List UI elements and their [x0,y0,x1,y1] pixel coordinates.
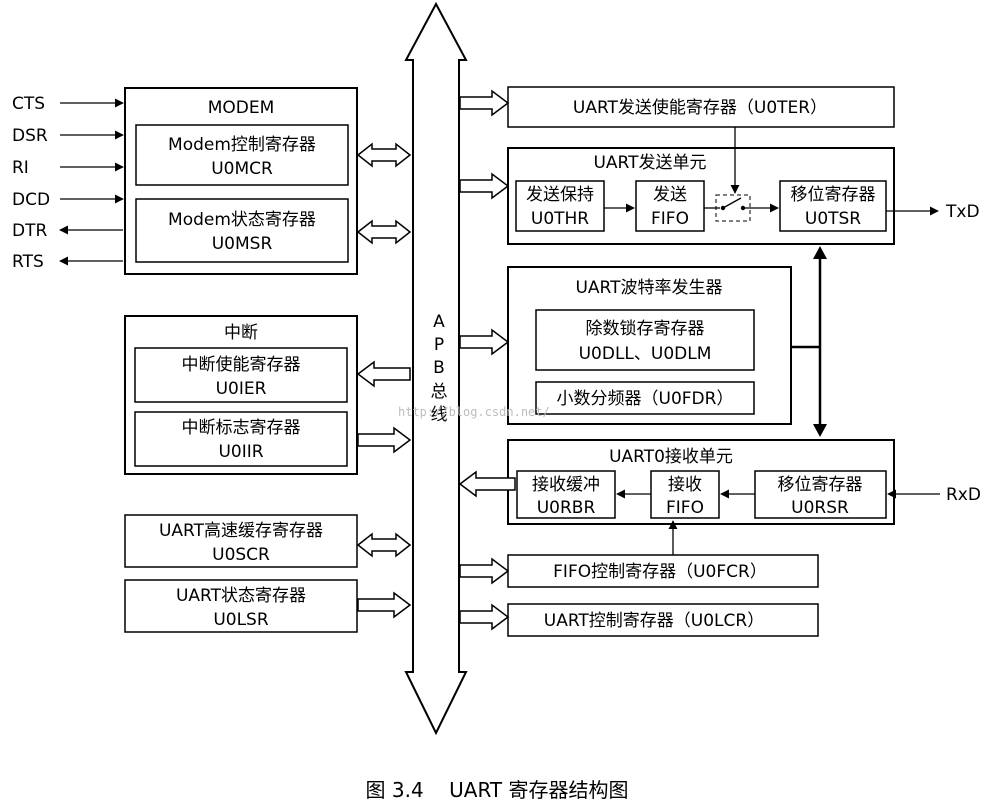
rx-fifo-line2: FIFO [666,498,704,518]
signal-rxd: RxD [946,485,981,505]
baud-title: UART波特率发生器 [575,278,722,298]
u0ier-line1: 中断使能寄存器 [182,354,301,375]
u0scr-line2: U0SCR [212,545,270,565]
interrupt-block: 中断 中断使能寄存器 U0IER 中断标志寄存器 U0IIR [124,315,358,475]
u0dl-line1: 除数锁存寄存器 [586,319,705,339]
signal-dcd: DCD [12,190,50,210]
baud-clock-lines [791,257,822,427]
u0mcr-line1: Modem控制寄存器 [168,135,316,155]
u0ter-label: UART发送使能寄存器（U0TER） [573,97,827,118]
modem-signals: CTS DSR RI DCD DTR RTS [12,94,124,272]
tx-fifo-line1: 发送 [653,185,687,205]
u0rbr-box [516,470,616,519]
signal-rts: RTS [12,252,44,272]
u0fcr-box [507,554,819,588]
modem-title: MODEM [208,98,275,118]
u0tsr-line2: U0TSR [805,209,861,229]
bus-label-b: B [433,358,445,378]
rbr-bus-arrow [458,470,516,498]
u0msr-line2: U0MSR [212,234,273,254]
bus-label-zong: 总 [431,382,448,402]
u0thr-line2: U0THR [531,209,589,229]
rx-fifo-box [650,470,720,519]
u0iir-line1: 中断标志寄存器 [182,418,301,438]
tx-fifo-box [635,180,705,232]
interrupt-title: 中断 [224,323,258,343]
u0ier-line2: U0IER [216,379,267,399]
rx-fifo-line1: 接收 [668,475,702,495]
ter-bus-arrow [459,89,510,117]
signal-ri: RI [12,158,29,178]
u0msr-box [135,198,349,263]
u0lsr-line1: UART状态寄存器 [176,586,306,606]
u0lcr-label: UART控制寄存器（U0LCR） [544,611,764,631]
lcr-bus-arrow [459,603,510,631]
u0fcr-label: FIFO控制寄存器（U0FCR） [553,562,767,582]
figure-caption: 图 3.4 UART 寄存器结构图 [366,778,629,802]
u0thr-box [515,180,605,232]
baud-generator: UART波特率发生器 除数锁存寄存器 U0DLL、U0DLM 小数分频器（U0F… [507,266,792,425]
iir-bus-arrow [357,426,412,454]
u0rsr-box [754,470,887,519]
u0rsr-line2: U0RSR [791,498,849,518]
tx-fifo-line2: FIFO [651,209,689,229]
msr-bus-double-arrow [356,219,412,245]
u0iir-line2: U0IIR [218,442,263,462]
u0iir-box [134,411,348,467]
u0fdr-box [535,381,755,415]
bus-label-a: A [433,312,445,332]
u0msr-line1: Modem状态寄存器 [168,210,316,230]
rx-unit-title: UART0接收单元 [609,447,733,467]
signal-dsr: DSR [12,126,48,146]
apb-bus-arrow [404,1,468,736]
u0dl-box [535,309,755,371]
mcr-bus-double-arrow [356,142,412,168]
baud-bus-arrow [459,328,510,356]
watermark: http://blog.csdn.net/ [398,405,550,419]
signal-txd: TxD [945,202,980,222]
bus-label-xian: 线 [431,405,448,425]
u0rbr-line2: U0RBR [537,498,596,518]
left-bus-connectors [356,142,412,619]
signal-cts: CTS [12,94,45,114]
u0rsr-line1: 移位寄存器 [778,475,863,495]
thr-bus-arrow [459,172,510,200]
lsr-bus-arrow [357,591,412,619]
u0ier-box [134,347,348,403]
u0lcr-box [507,603,819,637]
tx-unit: UART发送单元 发送保持 U0THR 发送 FIFO 移位寄存器 U0TSR [507,127,895,245]
bus-label-p: P [434,335,444,355]
right-bus-connectors [458,89,516,631]
rx-unit: UART0接收单元 接收缓冲 U0RBR 接收 FIFO 移位寄存器 U0RSR [507,439,895,525]
u0ter-box [507,86,895,128]
u0mcr-line2: U0MCR [211,159,273,179]
tx-unit-title: UART发送单元 [593,153,706,173]
u0rbr-line1: 接收缓冲 [532,475,600,495]
fcr-bus-arrow [459,557,510,585]
u0scr-box [124,514,358,568]
u0thr-line1: 发送保持 [526,185,594,205]
u0lsr-line2: U0LSR [213,610,269,630]
signal-dtr: DTR [12,221,47,241]
u0lsr-box [124,579,358,633]
u0tsr-box [779,180,887,232]
u0fdr-label: 小数分频器（U0FDR） [557,389,734,409]
scr-bus-double-arrow [356,532,412,558]
ier-bus-arrow [356,360,411,388]
u0dl-line2: U0DLL、U0DLM [579,344,712,364]
u0mcr-box [135,124,349,186]
u0tsr-line1: 移位寄存器 [791,185,876,205]
tx-enable-switch [715,194,751,222]
u0scr-line1: UART高速缓存寄存器 [159,521,323,541]
modem-block: MODEM Modem控制寄存器 U0MCR Modem状态寄存器 U0MSR [124,87,358,275]
